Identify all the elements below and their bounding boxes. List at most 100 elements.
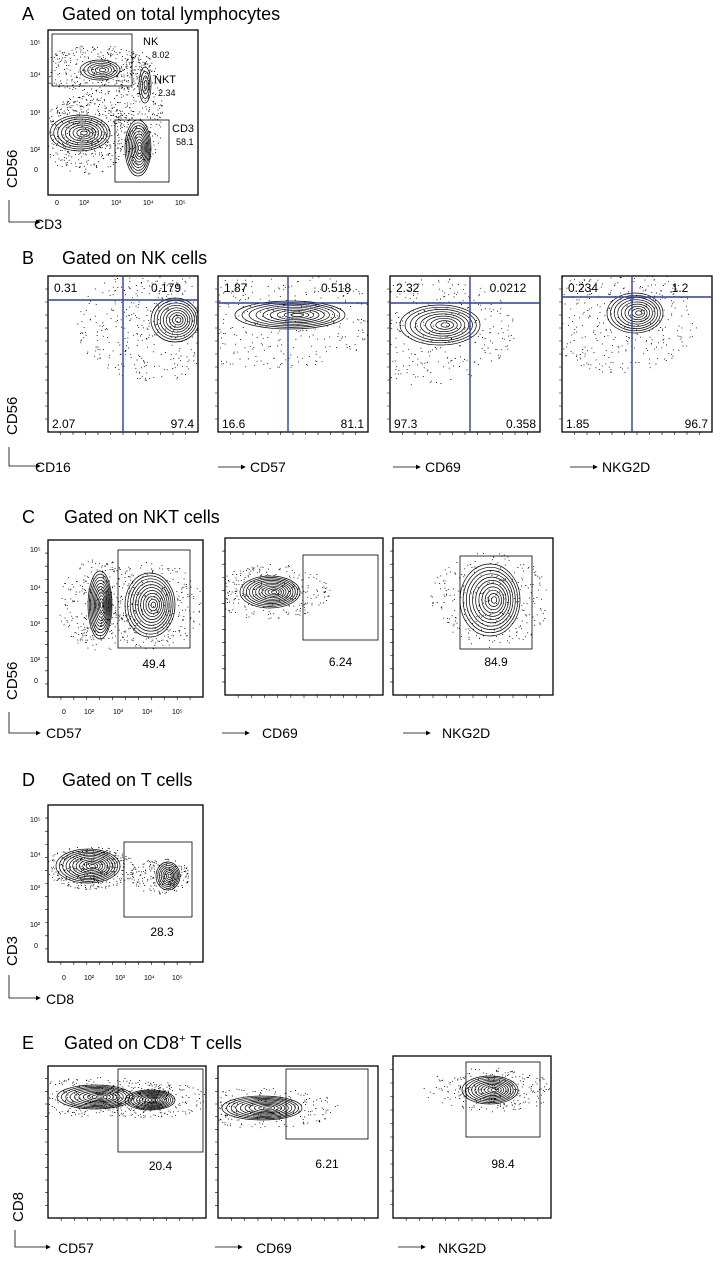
panel-b-xlabel-1: CD16 [35, 459, 71, 475]
panel-a-ytick: 0 [34, 167, 38, 174]
gate [285, 1068, 369, 1140]
panel-d-plot-1-frame [47, 804, 204, 963]
panel-d-letter: D [22, 770, 35, 790]
panel-b-plot-4: 0.234 1.2 1.85 96.7 [559, 275, 713, 435]
gate [123, 841, 193, 918]
panel-e-plot-1-frame [47, 1065, 207, 1219]
panel-c-plot-1: 49.4 [45, 539, 204, 700]
panel-d-plot-1: 28.3 [45, 804, 204, 965]
panel-c-ytick: 0 [34, 678, 38, 685]
panel-b-plot-4-frame-ticks [559, 288, 700, 435]
gate-percentage: 6.21 [315, 1157, 339, 1171]
quadrant-upper-left: 1.87 [224, 281, 248, 295]
panel-e-title: Gated on CD8+ T cells [64, 1033, 242, 1053]
panel-a-xtick: 10⁵ [175, 200, 186, 207]
panel-a-xticks: 0 10² 10³ 10⁴ 10⁵ [55, 200, 186, 207]
panel-e-plot-3: 98.4 [390, 1055, 552, 1221]
panel-d-xtick: 0 [62, 975, 66, 982]
panel-c-xlabel-1: CD57 [46, 725, 82, 741]
panel-c-title: Gated on NKT cells [64, 507, 220, 527]
panel-d-ytick: 0 [34, 943, 38, 950]
panel-a-frame [47, 29, 199, 196]
panel-e-letter: E [22, 1033, 34, 1053]
panel-a-letter: A [22, 4, 34, 24]
quadrant-lower-left: 1.85 [566, 417, 590, 431]
quadrant-lower-left: 16.6 [222, 417, 246, 431]
panel-a-ytick: 10⁵ [30, 40, 41, 47]
panel-d-ytick: 10⁴ [30, 852, 41, 859]
quadrant-upper-right: 0.0212 [490, 281, 527, 295]
quadrant-upper-right: 1.2 [672, 281, 689, 295]
panel-a-gate-cd3-name: CD3 [172, 123, 194, 135]
panel-c-xtick: 10⁴ [142, 709, 153, 716]
panel-b-xlabel-4: NKG2D [602, 459, 650, 475]
panel-a-gate-nk [51, 33, 133, 87]
quadrant-upper-right: 0.518 [321, 281, 351, 295]
panel-e-plot-2-frame [217, 1065, 379, 1219]
panel-c-ytick: 10² [30, 657, 41, 664]
panel-c-ytick: 10⁵ [30, 547, 41, 554]
panel-e-plot-3-frame-ticks [390, 1069, 539, 1221]
panel-c-plot-3-frame-ticks [390, 550, 540, 698]
quadrant-lower-right: 0.358 [506, 417, 536, 431]
panel-d-xtick: 10⁴ [144, 975, 155, 982]
panel-a-gate-nk-name: NK [143, 36, 159, 48]
panel-b-plot-2-frame-ticks [215, 288, 356, 435]
panel-a-yticks: 10⁵ 10⁴ 10³ 10² 0 [30, 40, 41, 174]
panel-b-xlabel-2: CD57 [250, 459, 286, 475]
panel-d-xtick: 10² [84, 975, 95, 982]
quadrant-upper-left: 2.32 [396, 281, 420, 295]
panel-c-xtick: 10⁵ [172, 709, 183, 716]
panel-e: E Gated on CD8+ T cells 20.4 6.21 98.4 CD8… [10, 1033, 552, 1256]
panel-a-ytick: 10³ [30, 110, 41, 117]
panel-b-plot-3-frame-ticks [387, 288, 528, 435]
panel-e-xlabel-2: CD69 [256, 1240, 292, 1256]
panel-a-density [48, 45, 163, 177]
gate-percentage: 84.9 [484, 655, 508, 669]
panel-d-ytick: 10⁵ [30, 817, 41, 824]
panel-a-gate-nkt-name: NKT [154, 74, 176, 86]
panel-a-gate-nk-value: 8.02 [152, 50, 170, 60]
panel-e-ylabel: CD8 [10, 1192, 27, 1222]
quadrant-upper-left: 0.31 [54, 281, 78, 295]
panel-e-title-pre: Gated on CD8 [64, 1033, 179, 1053]
panel-b-title: Gated on NK cells [62, 248, 207, 268]
panel-d-plot-1-frame-ticks [45, 817, 191, 965]
quadrant-upper-left: 0.234 [568, 281, 598, 295]
gate-percentage: 20.4 [149, 1159, 173, 1173]
panel-c-yticks: 10⁵ 10⁴ 10³ 10² 0 [30, 547, 41, 685]
panel-e-plot-1-frame-ticks [45, 1078, 194, 1221]
gate [117, 549, 191, 649]
panel-c-xtick: 0 [62, 709, 66, 716]
panel-e-axis-arrow [14, 1230, 51, 1250]
panel-c-letter: C [22, 507, 35, 527]
panel-e-plot-2-frame-ticks [215, 1078, 365, 1221]
panel-b-plot-1-frame-ticks [45, 288, 186, 435]
panel-d-yticks: 10⁵ 10⁴ 10³ 10² 0 [30, 817, 41, 950]
quadrant-lower-right: 96.7 [685, 417, 709, 431]
panel-d-ytick: 10³ [30, 885, 41, 892]
panel-e-xlabel-1: CD57 [58, 1240, 94, 1256]
panel-b-plot-3-frame [389, 275, 541, 433]
panel-e-title-post: T cells [186, 1033, 242, 1053]
panel-b-xlabel-3: CD69 [425, 459, 461, 475]
panel-a: A Gated on total lymphocytes NK 8.02 NKT… [4, 4, 280, 232]
panel-c-xticks: 0 10² 10³ 10⁴ 10⁵ [62, 709, 183, 716]
panel-e-plot-1: 20.4 [45, 1065, 207, 1221]
panel-a-xtick: 0 [55, 200, 59, 207]
panel-a-gate-nkt-value: 2.34 [158, 88, 176, 98]
panel-c-xlabel-2: CD69 [262, 725, 298, 741]
gate [302, 554, 379, 641]
panel-b-ylabel: CD56 [4, 397, 21, 435]
panel-a-xtick: 10³ [111, 200, 122, 207]
panel-b-axis-arrow [8, 447, 41, 469]
panel-d-title: Gated on T cells [62, 770, 192, 790]
panel-d-ylabel: CD3 [4, 936, 21, 966]
gate [459, 555, 533, 650]
panel-c-ytick: 10⁴ [30, 585, 41, 592]
panel-d: D Gated on T cells 28.3 10⁵ 10⁴ 10³ 10² … [4, 770, 204, 1007]
quadrant-upper-right: 0.179 [151, 281, 181, 295]
